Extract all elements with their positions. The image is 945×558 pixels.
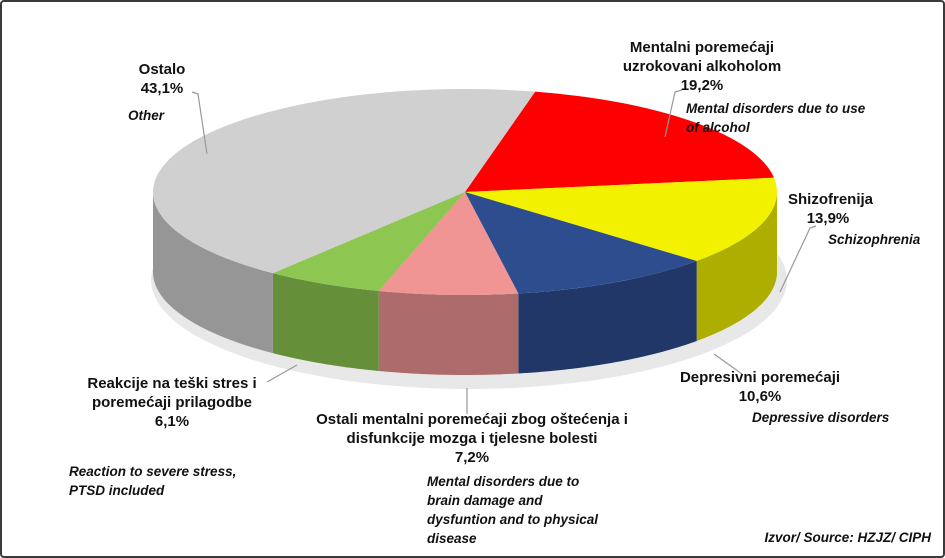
leader-line-4: [266, 364, 298, 383]
label-alcohol-en: Mental disorders due to use of alcohol: [686, 101, 866, 135]
pie-slice-3: [378, 192, 519, 295]
label-depressive-en: Depressive disorders: [752, 410, 890, 425]
label-stress-en: Reaction to severe stress, PTSD included: [69, 464, 237, 498]
leader-line-5: [191, 91, 208, 155]
pie-side-4: [272, 273, 379, 371]
leader-line-1: [779, 225, 817, 293]
label-brain: Ostali mentalni poremećaji zbog oštećenj…: [316, 411, 628, 466]
label-stress: Reakcije na teški stres i poremećaji pri…: [87, 375, 257, 430]
pie-side-1: [696, 192, 777, 341]
leader-line-0: [664, 89, 683, 138]
pie-side-3: [378, 290, 519, 375]
pie-slice-1: [465, 177, 777, 261]
pie-slice-0: [465, 91, 775, 192]
label-alcohol: Mentalni poremećaji uzrokovani alkoholom…: [622, 39, 782, 94]
label-brain-en: Mental disorders due to brain damage and…: [427, 474, 599, 546]
pie-side-2: [518, 260, 697, 374]
leader-line-2: [713, 353, 743, 375]
source-note: Izvor/ Source: HZJZ/ CIPH: [764, 530, 931, 545]
pie-slice-5: [153, 89, 536, 274]
label-other-en: Other: [128, 108, 165, 123]
pie-side-5: [153, 192, 273, 354]
pie-slice-2: [465, 192, 697, 294]
label-schizophrenia-en: Schizophrenia: [828, 232, 921, 247]
pie-slice-4: [272, 192, 465, 291]
